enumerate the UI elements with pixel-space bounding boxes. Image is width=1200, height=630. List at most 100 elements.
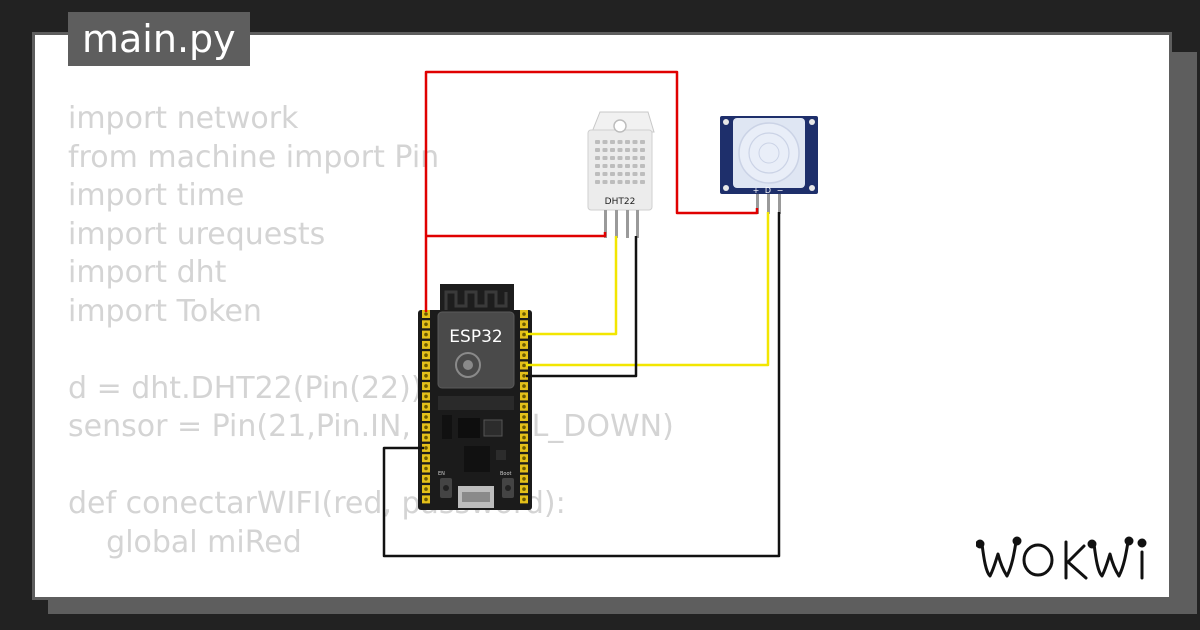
header-pin-hole — [522, 415, 526, 419]
header-pin-hole — [522, 425, 526, 430]
header-pin-hole — [424, 456, 428, 461]
dht22-vent-slot — [617, 148, 623, 152]
power-wire-pir — [424, 70, 759, 312]
header-pin-hole — [424, 425, 428, 430]
header-pin-hole — [424, 384, 428, 388]
pir-pin-gnd-label: − — [777, 186, 784, 195]
dht22-vent-slot — [625, 140, 630, 144]
header-pin-hole — [522, 487, 526, 491]
dht22-vent-slot — [625, 164, 630, 168]
dht22-vent-slot — [595, 164, 600, 168]
header-pin-hole — [522, 374, 526, 378]
wires — [382, 70, 781, 558]
header-pin-hole — [522, 446, 526, 450]
header-pin-hole — [424, 435, 428, 440]
code-line: import urequests — [68, 216, 326, 252]
dht22-vent-slot — [602, 164, 608, 168]
header-pin-hole — [522, 466, 526, 471]
dht22-vent-slot — [610, 172, 615, 176]
dht22-vent-slot — [610, 156, 615, 160]
dht22-label: DHT22 — [605, 197, 636, 207]
dht22-vent-slot — [640, 172, 645, 176]
dht22-vent-slot — [595, 180, 600, 184]
header-pin-hole — [424, 477, 428, 481]
header-pin-hole — [522, 322, 526, 327]
header-pin-hole — [522, 332, 526, 337]
header-pin-hole — [522, 394, 526, 399]
header-pin-hole — [424, 343, 428, 347]
dht22-vent-slot — [602, 180, 608, 184]
ground-wire-dht — [526, 236, 638, 378]
dht22-vent-slot — [617, 180, 623, 184]
file-tab: main.py — [68, 12, 250, 66]
dht22-vent-slot — [625, 172, 630, 176]
dht22-vent-slot — [595, 156, 600, 160]
header-pin-hole — [424, 487, 428, 491]
header-pin-hole — [424, 374, 428, 378]
header-pin-hole — [522, 497, 526, 502]
code-line: import time — [68, 178, 245, 213]
code-line: d = dht.DHT22(Pin(22)) — [68, 370, 423, 406]
dht22-vent-slot — [632, 140, 638, 144]
dht22-vent-slot — [640, 140, 645, 144]
signal-wire-dht — [526, 236, 618, 336]
dht22-vent-slot — [632, 180, 638, 184]
pir-pin-vcc-label: + — [753, 186, 760, 195]
header-pin-hole — [424, 353, 428, 358]
dht22-vent-slot — [625, 180, 630, 184]
header-pin-hole — [424, 322, 428, 327]
dht22-vent-slot — [610, 148, 615, 152]
ground-wire-pir — [382, 212, 781, 558]
header-pin-hole — [424, 332, 428, 337]
esp32-right-pin-header — [520, 310, 528, 504]
header-pin-hole — [424, 394, 428, 399]
header-pin-hole — [424, 446, 428, 450]
dht22-vent-slot — [595, 140, 600, 144]
en-button-label: EN — [438, 471, 445, 477]
code-line: global miRed — [68, 524, 302, 560]
header-pin-hole — [424, 404, 428, 409]
dht22-vent-slot — [632, 172, 638, 176]
code-line: import network — [68, 101, 299, 136]
dht22-vent-slot — [610, 180, 615, 184]
pir-motion-sensor[interactable]: + D − — [720, 116, 818, 214]
header-pin-hole — [424, 466, 428, 471]
dht22-vent-slot — [602, 148, 608, 152]
code-line: import Token — [68, 293, 262, 329]
header-pin-hole — [522, 404, 526, 409]
dht22-vent-slot — [617, 156, 623, 160]
power-wire-dht — [426, 232, 607, 238]
dht22-vent-slot — [625, 148, 630, 152]
dht22-vent-slot — [632, 164, 638, 168]
esp32-label: ESP32 — [449, 327, 502, 347]
dht22-vent-slot — [640, 148, 645, 152]
header-pin-hole — [522, 456, 526, 461]
signal-wire-pir — [526, 212, 770, 367]
dht22-vent-slot — [632, 148, 638, 152]
dht22-vent-slot — [617, 164, 623, 168]
dht22-vent-slot — [602, 140, 608, 144]
header-pin-hole — [522, 312, 526, 316]
dht22-vent-slot — [617, 140, 623, 144]
header-pin-hole — [522, 384, 526, 388]
pir-pin-data-label: D — [765, 186, 771, 195]
code-line: def conectarWIFI(red, password): — [68, 486, 566, 521]
esp32-board[interactable]: ESP32 EN Boot — [418, 284, 532, 510]
dht22-vent-slot — [640, 164, 645, 168]
dht22-sensor[interactable]: DHT22 — [587, 111, 655, 238]
boot-button-label: Boot — [500, 471, 512, 477]
header-pin-hole — [424, 363, 428, 368]
dht22-vent-slot — [602, 172, 608, 176]
dht22-vent-slot — [602, 156, 608, 160]
header-pin-hole — [522, 353, 526, 358]
dht22-vent-slot — [632, 156, 638, 160]
header-pin-hole — [424, 312, 428, 316]
dht22-vent-slot — [595, 172, 600, 176]
esp32-left-pin-header — [422, 310, 430, 504]
dht22-vent-slot — [595, 148, 600, 152]
code-line: from machine import Pin — [68, 139, 440, 175]
header-pin-hole — [522, 363, 526, 368]
header-pin-hole — [522, 435, 526, 440]
dht22-vent-slot — [617, 172, 623, 176]
